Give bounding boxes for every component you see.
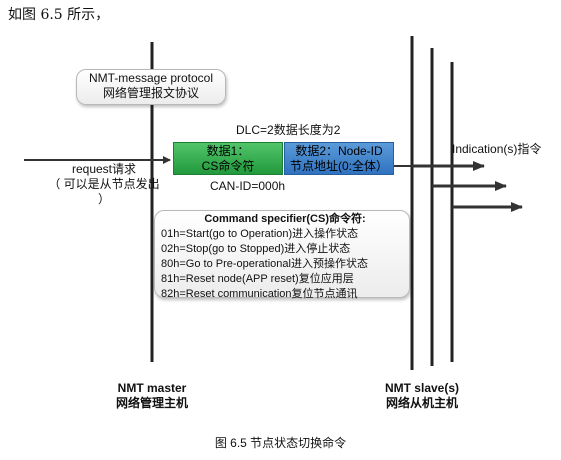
intro-text: 如图 6.5 所示， xyxy=(8,7,110,23)
command-line: 80h=Go to Pre-operational进入预操作状态 xyxy=(161,258,368,270)
request-line-2: （ 可以是从节点发出 ） xyxy=(48,177,160,206)
slave-line-2: 网络从机主机 xyxy=(385,396,458,410)
master-label: NMT master 网络管理主机 xyxy=(104,381,200,411)
protocol-line-2: 网络管理报文协议 xyxy=(102,86,199,100)
master-line-2: 网络管理主机 xyxy=(115,396,188,410)
slave-line-1: NMT slave(s) xyxy=(384,381,460,395)
command-line: 01h=Start(go to Operation)进入操作状态 xyxy=(161,228,359,240)
command-line: 81h=Reset node(APP reset)复位应用层 xyxy=(161,273,354,285)
dlc-label: DLC=2数据长度为2 xyxy=(236,123,341,137)
byte2-cell: 数据2：Node-ID 节点地址(0:全体） xyxy=(284,142,394,175)
request-label: request请求 （ 可以是从节点发出 ） xyxy=(44,162,164,207)
byte2-line-1: 数据2：Node-ID xyxy=(295,144,383,158)
master-line-1: NMT master xyxy=(117,381,187,395)
command-specifier-box: Command specifier(CS)命令符: 01h=Start(go t… xyxy=(154,210,410,300)
can-id-label: CAN-ID=000h xyxy=(210,179,286,193)
protocol-line-1: NMT-message protocol xyxy=(88,71,214,85)
figure-caption: 图 6.5 节点状态切换命令 xyxy=(214,436,347,450)
indication-label: Indication(s)指令 xyxy=(452,142,542,156)
request-line-1: request请求 xyxy=(71,162,137,176)
command-line: 82h=Reset communication复位节点通讯 xyxy=(161,288,358,300)
byte2-line-2: 节点地址(0:全体） xyxy=(289,159,388,173)
command-line: 02h=Stop(go to Stopped)进入停止状态 xyxy=(161,243,351,255)
byte1-line-2: CS命令符 xyxy=(201,159,255,173)
slave-label: NMT slave(s) 网络从机主机 xyxy=(376,381,468,411)
byte1-line-1: 数据1： xyxy=(206,144,250,158)
command-title: Command specifier(CS)命令符: xyxy=(204,213,366,225)
protocol-bubble: NMT-message protocol 网络管理报文协议 xyxy=(76,69,226,105)
byte1-cell: 数据1： CS命令符 xyxy=(173,142,283,175)
